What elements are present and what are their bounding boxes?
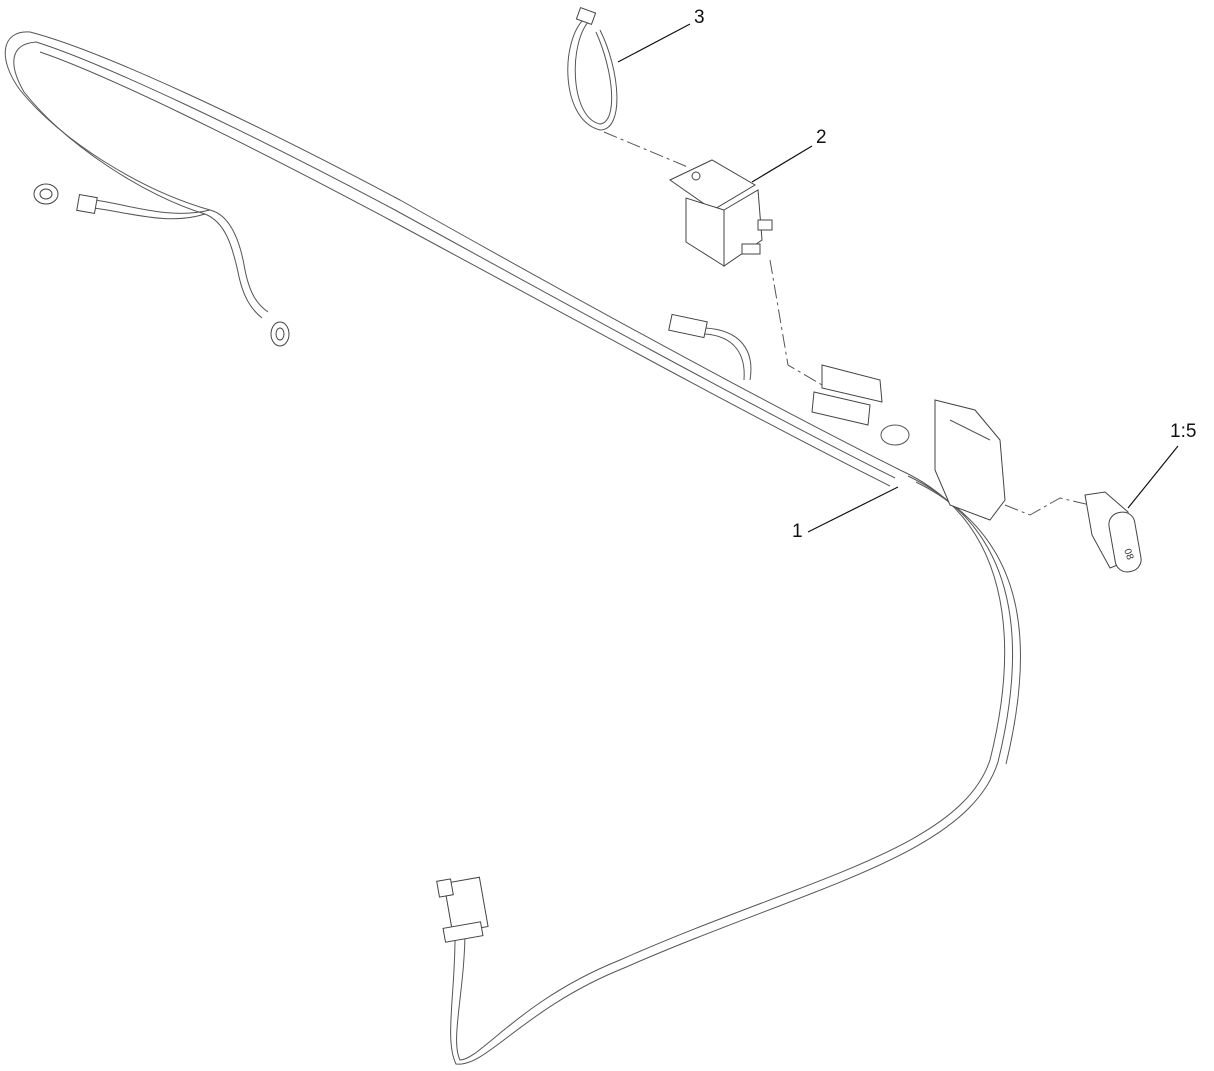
cable-tie bbox=[567, 6, 618, 131]
fuse-holder bbox=[934, 399, 1006, 521]
assembly-line bbox=[769, 259, 823, 386]
relay bbox=[669, 159, 773, 267]
assembly-line bbox=[1004, 497, 1091, 516]
fuse bbox=[1084, 491, 1142, 573]
callout-1: 1 bbox=[792, 521, 803, 542]
callout-2: 2 bbox=[816, 127, 827, 148]
spade-terminal bbox=[668, 313, 752, 381]
callout-3: 3 bbox=[694, 7, 705, 28]
callout-1-5: 1:5 bbox=[1170, 421, 1197, 442]
assembly-line bbox=[603, 131, 691, 169]
fuse-marking: 08 bbox=[1121, 547, 1135, 562]
ground-wire-branch bbox=[33, 183, 290, 347]
leader-line-3 bbox=[617, 23, 691, 63]
relay-socket bbox=[811, 364, 910, 446]
harness-connector bbox=[436, 876, 489, 943]
leader-line-1-5 bbox=[1127, 445, 1179, 509]
main-harness-wire bbox=[4, 31, 901, 487]
leader-line-1 bbox=[807, 486, 899, 533]
terminal-crimp bbox=[76, 193, 98, 215]
leader-line-2 bbox=[751, 145, 813, 183]
lower-harness-wire bbox=[450, 469, 1022, 1065]
